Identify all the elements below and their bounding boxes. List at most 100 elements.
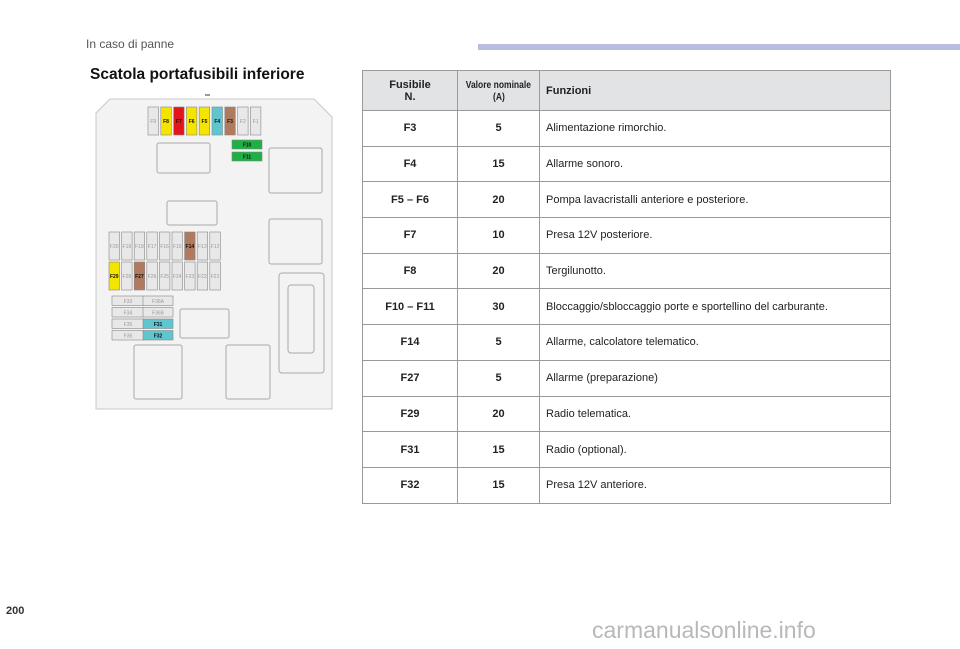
fuse-label: F7: [176, 119, 182, 125]
fuse-label: F9: [150, 119, 156, 125]
relay-slot: [133, 344, 183, 400]
header-rating-line1: Valore nominale: [465, 79, 532, 91]
fuse-number-cell: F5 – F6: [362, 181, 458, 219]
relay-slot: [225, 344, 271, 400]
rating-cell: 5: [457, 110, 540, 147]
fuse-top: F5: [198, 106, 210, 136]
fuse-bottom: F24: [171, 261, 183, 291]
fuse-label: F31: [154, 322, 163, 328]
fuse-label: F11: [243, 155, 252, 161]
header-functions: Funzioni: [539, 70, 891, 111]
fuse-top: F6: [186, 106, 198, 136]
function-cell: Bloccaggio/sbloccaggio porte e sportelli…: [539, 288, 891, 326]
fuse-bottom: F22: [196, 261, 208, 291]
relay-slot: [287, 284, 315, 354]
function-cell: Allarme sonoro.: [539, 145, 891, 183]
fuse-label: F25: [160, 274, 169, 280]
function-cell: Presa 12V posteriore.: [539, 217, 891, 254]
watermark: carmanualsonline.info: [592, 617, 816, 643]
fuse-label: F22: [198, 274, 207, 280]
fuse-label: F16: [160, 244, 169, 250]
fuse-label: F18: [135, 244, 144, 250]
fuse-number-cell: F8: [362, 252, 458, 290]
function-cell: Alimentazione rimorchio.: [539, 110, 891, 147]
function-cell: Presa 12V anteriore.: [539, 466, 891, 504]
fuse-number-cell: F10 – F11: [362, 288, 458, 326]
fuse-number-cell: F32: [362, 466, 458, 504]
fuse-bottom: F25: [159, 261, 171, 291]
fuse-side: F11: [231, 151, 263, 162]
fuse-label: F21: [211, 274, 220, 280]
fuse-middle: F20: [108, 231, 120, 261]
fuse-label: F36B: [152, 310, 165, 316]
fuse-block: F34: [111, 307, 145, 318]
fuse-label: F12: [211, 244, 220, 250]
header-rating: Valore nominale (A): [457, 70, 540, 111]
page-number: 200: [6, 605, 25, 617]
fuse-label: F23: [186, 274, 195, 280]
fuse-label: F2: [240, 119, 246, 125]
fuse-label: F4: [214, 119, 220, 125]
fuse-label: F36: [124, 333, 133, 339]
fuse-label: F32: [154, 333, 163, 339]
fuse-number-cell: F14: [362, 324, 458, 361]
header-bar: [478, 44, 960, 50]
relay-slot: [268, 218, 323, 265]
fuse-number-cell: F3: [362, 110, 458, 147]
function-cell: Radio (optional).: [539, 431, 891, 468]
fuse-label: F28: [123, 274, 132, 280]
fuse-label: F14: [186, 244, 195, 250]
fuse-label: F5: [202, 119, 208, 125]
chapter-title: In caso di panne: [86, 37, 175, 51]
header-fuse-line2: N.: [404, 90, 416, 103]
relay-slot: [166, 200, 218, 226]
fuse-bottom: F23: [184, 261, 196, 291]
table-header-row: Fusibile N. Valore nominale (A) Funzioni: [362, 70, 891, 111]
relay-slot: [268, 147, 323, 194]
fuse-top: F8: [160, 106, 172, 136]
section-title: Scatola portafusibili inferiore: [90, 66, 305, 83]
fuse-top: F7: [173, 106, 185, 136]
fuse-label: F3: [227, 119, 233, 125]
fuse-middle: F19: [121, 231, 133, 261]
fuse-number-cell: F29: [362, 395, 458, 433]
rating-cell: 15: [457, 145, 540, 183]
fuse-middle: F14: [184, 231, 196, 261]
fuse-middle: F18: [133, 231, 146, 261]
fuse-label: F36A: [152, 299, 165, 305]
fuse-top: F3: [224, 106, 236, 136]
fuse-top: F9: [147, 106, 159, 136]
fuse-label: F13: [198, 244, 207, 250]
fuse-label: F33: [124, 299, 133, 305]
relay-slot: [156, 142, 211, 174]
fuse-bottom: F28: [121, 261, 133, 291]
fuse-number-cell: F27: [362, 359, 458, 397]
rating-cell: 15: [457, 466, 540, 504]
fuse-number-cell: F7: [362, 217, 458, 254]
fuse-middle: F16: [159, 231, 171, 261]
function-cell: Radio telematica.: [539, 395, 891, 433]
fuse-bottom: F29: [108, 261, 120, 291]
fuse-block: F32: [142, 330, 174, 341]
function-cell: Tergilunotto.: [539, 252, 891, 290]
function-cell: Allarme, calcolatore telematico.: [539, 324, 891, 361]
fuse-label: F10: [243, 143, 252, 149]
rating-cell: 5: [457, 324, 540, 361]
fuse-label: F17: [148, 244, 157, 250]
fuse-label: F34: [124, 310, 133, 316]
fuse-block: F36A: [142, 295, 174, 306]
fuse-number-cell: F4: [362, 145, 458, 183]
fuse-label: F19: [123, 244, 132, 250]
header-rating-line2: (A): [492, 91, 505, 103]
rating-cell: 15: [457, 431, 540, 468]
rating-cell: 5: [457, 359, 540, 397]
